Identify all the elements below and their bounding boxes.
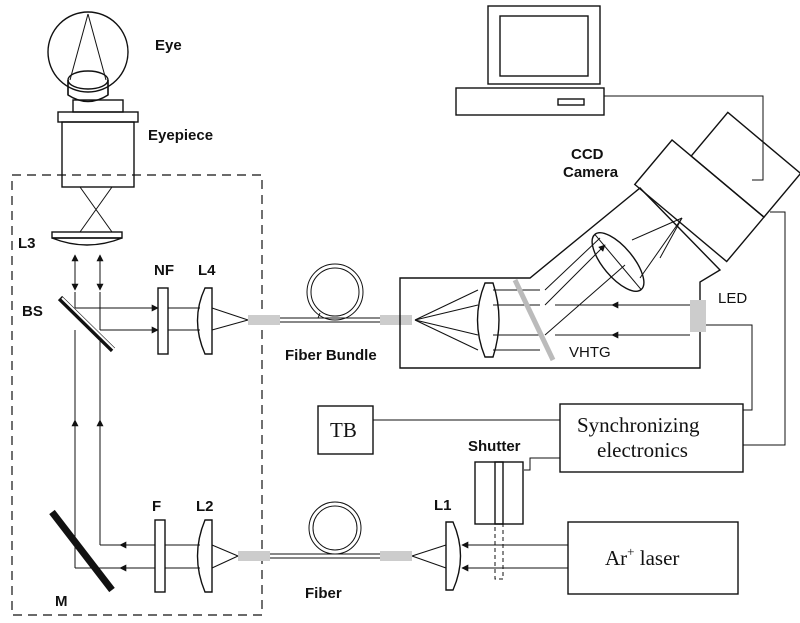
led-source xyxy=(690,300,706,332)
sync-shutter-wire xyxy=(524,457,560,471)
eye-icon xyxy=(47,11,129,103)
ccd-label-line1: CCD xyxy=(571,146,604,163)
lens-l1 xyxy=(445,521,462,591)
l2-label: L2 xyxy=(196,498,214,515)
collimator-lens xyxy=(476,282,500,358)
shutter-label: Shutter xyxy=(468,438,521,455)
fiber-label: Fiber xyxy=(305,585,342,602)
nf-label: NF xyxy=(154,262,174,279)
fiber-bundle-connector-left xyxy=(248,315,280,325)
spectrograph-housing xyxy=(399,187,722,369)
filter-f xyxy=(154,519,166,593)
ccd-camera xyxy=(633,111,800,263)
l4-label: L4 xyxy=(198,262,216,279)
camera-lens xyxy=(591,232,645,292)
bs-label: BS xyxy=(22,303,43,320)
vhtg-grating xyxy=(512,278,556,362)
tb-label: TB xyxy=(330,418,357,442)
laser-label: Ar+ laser xyxy=(605,544,679,570)
lens-l2 xyxy=(196,519,213,593)
ccd-label-line2: Camera xyxy=(563,164,619,181)
synchronizing-electronics-box xyxy=(559,403,744,473)
tb-box xyxy=(317,405,374,455)
led-label: LED xyxy=(718,290,747,307)
lens-l3 xyxy=(51,231,123,246)
l1-label: L1 xyxy=(434,497,452,514)
eyepiece-label: Eyepiece xyxy=(148,127,213,144)
beam-splitter xyxy=(57,295,116,353)
ar-laser-box xyxy=(567,521,739,595)
fiber-bundle-label: Fiber Bundle xyxy=(285,347,377,364)
fiber-bundle-connector-right xyxy=(380,315,412,325)
dashed-enclosure xyxy=(11,174,263,616)
sync-label-line2: electronics xyxy=(597,438,688,462)
l3-label: L3 xyxy=(18,235,36,252)
shutter-blade xyxy=(494,523,504,580)
shutter-housing xyxy=(474,461,524,525)
sync-label-line1: Synchronizing xyxy=(577,413,700,437)
computer-camera-cable xyxy=(604,95,764,181)
eye-label: Eye xyxy=(155,37,182,54)
fiber-bundle-coil xyxy=(306,263,364,321)
computer-icon xyxy=(455,5,605,116)
fiber-coil xyxy=(308,501,362,555)
m-label: M xyxy=(55,593,68,610)
fiber-connector-right xyxy=(380,551,412,561)
lens-l4 xyxy=(196,287,213,355)
f-label: F xyxy=(152,498,161,515)
eyepiece-icon xyxy=(57,99,139,233)
sync-camera-wire xyxy=(743,211,786,446)
fiber-connector-left xyxy=(238,551,270,561)
vhtg-label: VHTG xyxy=(569,344,611,361)
sync-led-wire xyxy=(706,324,753,411)
mirror-m xyxy=(49,509,115,593)
notch-filter-nf xyxy=(157,287,169,355)
